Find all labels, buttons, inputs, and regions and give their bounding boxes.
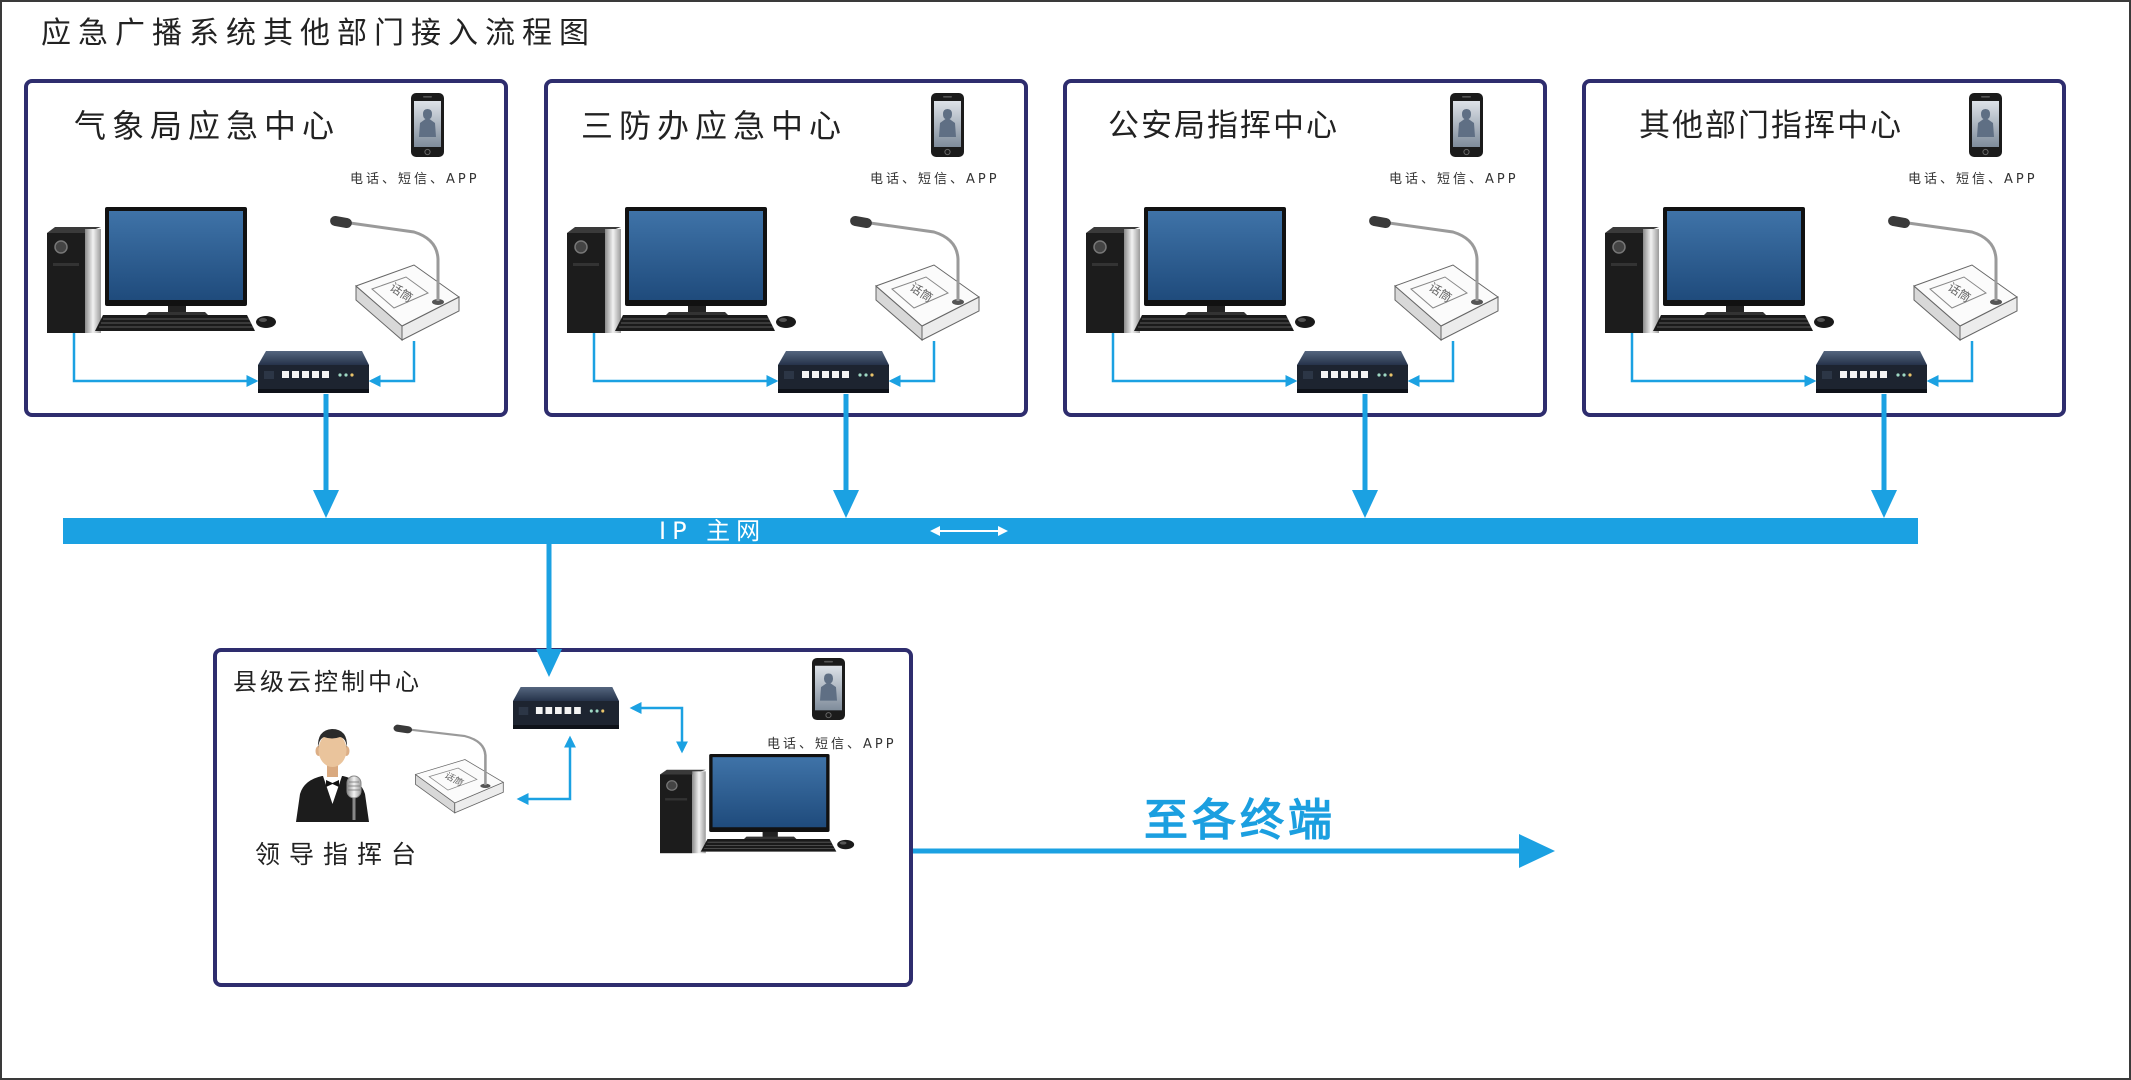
contact-channels-label: 电话、短信、APP (1389, 172, 1519, 187)
microphone-console-icon (847, 215, 981, 342)
network-switch-icon (513, 687, 619, 729)
contact-channels-label: 电话、短信、APP (870, 172, 1000, 187)
network-switch-icon (258, 351, 369, 393)
computer-icon (1605, 207, 1835, 334)
contact-channels-label: 电话、短信、APP (767, 737, 897, 752)
county-center-title: 县级云控制中心 (233, 668, 422, 696)
microphone-console-icon (1366, 215, 1500, 342)
smartphone-icon (1450, 93, 1483, 157)
microphone-console-icon (391, 724, 505, 815)
network-switch-icon (778, 351, 889, 393)
dept-title: 气象局应急中心 (74, 107, 341, 145)
smartphone-icon (812, 658, 845, 720)
computer-icon (1086, 207, 1316, 334)
contact-channels-label: 电话、短信、APP (1908, 172, 2038, 187)
dept-box-other-departments: 其他部门指挥中心 电话、短信、APP (1582, 79, 2066, 417)
dept-title: 三防办应急中心 (581, 107, 848, 145)
dept-box-meteorological-bureau: 气象局应急中心 电话、短信、APP (24, 79, 508, 417)
smartphone-icon (1969, 93, 2002, 157)
diagram-title: 应急广播系统其他部门接入流程图 (41, 16, 596, 51)
smartphone-icon (931, 93, 964, 157)
person-with-microphone-icon (294, 727, 371, 822)
output-destination-label: 至各终端 (1144, 795, 1336, 846)
network-switch-icon (1297, 351, 1408, 393)
microphone-console-icon (1885, 215, 2019, 342)
ip-backbone-bus: IP 主网 (63, 518, 1918, 544)
computer-icon (567, 207, 797, 334)
smartphone-icon (411, 93, 444, 157)
contact-channels-label: 电话、短信、APP (350, 172, 480, 187)
county-control-center-box: 县级云控制中心 领导指挥台 电话、短信、APP (213, 648, 913, 987)
microphone-console-icon (327, 215, 461, 342)
dept-title: 其他部门指挥中心 (1639, 108, 1903, 144)
leader-console-label: 领导指挥台 (255, 840, 426, 869)
computer-icon (660, 754, 855, 854)
dept-box-public-security-bureau: 公安局指挥中心 电话、短信、APP (1063, 79, 1547, 417)
dept-box-flood-control-office: 三防办应急中心 电话、短信、APP (544, 79, 1028, 417)
ip-backbone-label: IP 主网 (659, 517, 767, 545)
computer-icon (47, 207, 277, 334)
dept-title: 公安局指挥中心 (1108, 108, 1339, 144)
network-switch-icon (1816, 351, 1927, 393)
